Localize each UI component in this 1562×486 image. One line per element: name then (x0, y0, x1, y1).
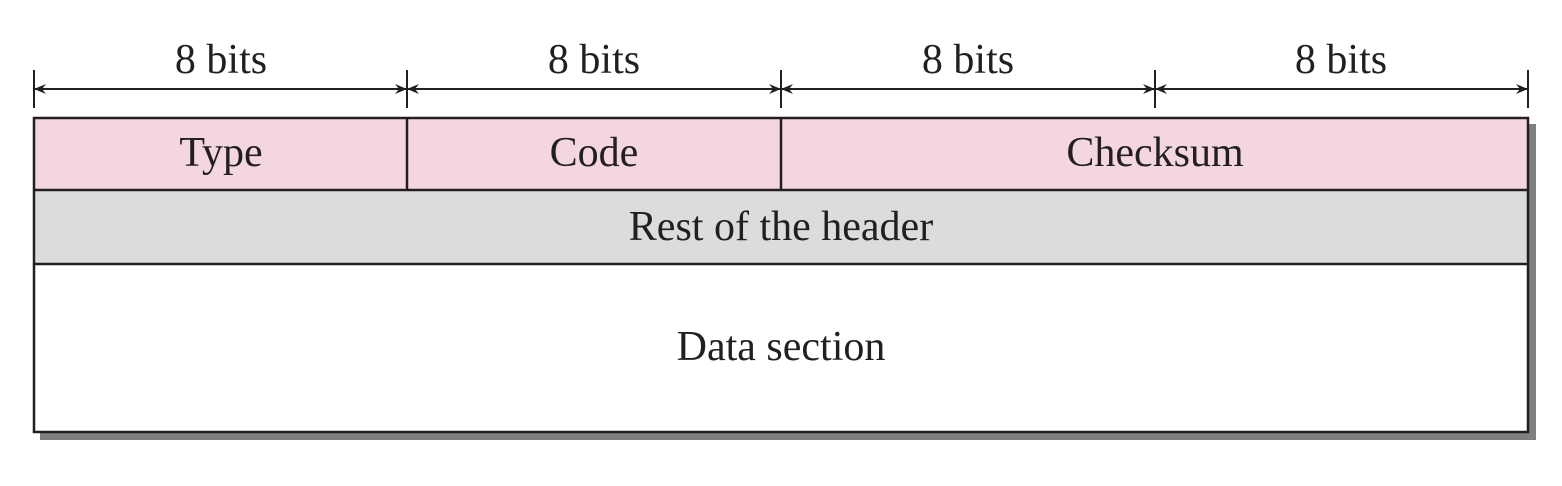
rest-of-header-row (34, 190, 1528, 264)
data-section-label: Data section (677, 324, 886, 370)
code-field-label: Code (550, 130, 639, 176)
width-label-1: 8 bits (175, 37, 267, 83)
checksum-field-label: Checksum (1066, 130, 1244, 176)
width-label-3: 8 bits (922, 37, 1014, 83)
data-section-row (34, 264, 1528, 432)
width-label-4: 8 bits (1295, 37, 1387, 83)
width-label-2: 8 bits (548, 37, 640, 83)
type-field-label: Type (179, 130, 262, 176)
rest-of-header-label: Rest of the header (629, 204, 933, 250)
